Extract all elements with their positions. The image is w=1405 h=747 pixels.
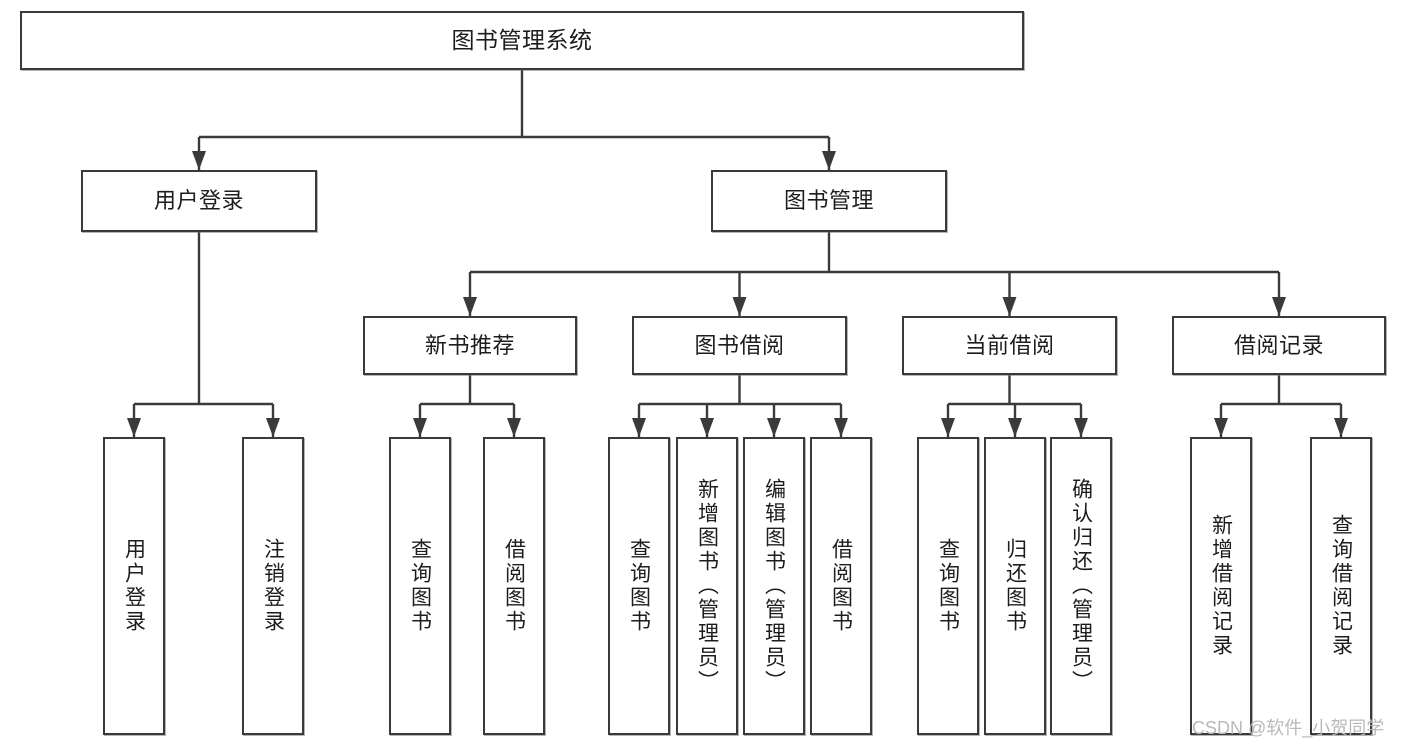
node-leaf-user-login[interactable]: 用户登录 <box>103 437 165 735</box>
arrowhead <box>507 418 521 437</box>
node-borrow-record[interactable]: 借阅记录 <box>1172 316 1386 375</box>
node-label: 用户登录 <box>153 188 244 214</box>
arrowhead <box>1002 297 1017 316</box>
node-leaf-query-book-2[interactable]: 查询图书 <box>608 437 670 735</box>
node-label: 图书管理 <box>783 188 874 214</box>
node-new-book-recommend[interactable]: 新书推荐 <box>363 316 577 375</box>
node-leaf-edit-book[interactable]: 编辑图书（管理员） <box>743 437 805 735</box>
csdn-watermark: CSDN @软件_小贺同学 <box>1192 718 1385 738</box>
node-leaf-borrow-book-1[interactable]: 借阅图书 <box>483 437 545 735</box>
node-leaf-logout[interactable]: 注销登录 <box>242 437 304 735</box>
arrowhead <box>834 418 848 437</box>
node-label: 图书借阅 <box>694 332 785 358</box>
node-leaf-query-record[interactable]: 查询借阅记录 <box>1310 437 1372 735</box>
node-leaf-query-book-1[interactable]: 查询图书 <box>389 437 451 735</box>
node-leaf-add-book[interactable]: 新增图书（管理员） <box>676 437 738 735</box>
node-label: 查询借阅记录 <box>1329 514 1353 658</box>
node-book-manage[interactable]: 图书管理 <box>711 170 947 232</box>
node-root[interactable]: 图书管理系统 <box>20 11 1024 70</box>
arrowhead <box>632 418 646 437</box>
node-label: 借阅图书 <box>502 538 526 634</box>
node-current-borrow[interactable]: 当前借阅 <box>902 316 1117 375</box>
node-user-login[interactable]: 用户登录 <box>81 170 317 232</box>
arrowhead <box>1272 297 1286 316</box>
arrowhead <box>127 418 141 437</box>
node-leaf-add-record[interactable]: 新增借阅记录 <box>1190 437 1252 735</box>
arrowhead <box>463 297 477 316</box>
arrowhead <box>1214 418 1228 437</box>
arrowhead <box>1074 418 1088 437</box>
arrowhead <box>192 151 206 170</box>
arrowhead <box>767 418 781 437</box>
node-leaf-confirm-return[interactable]: 确认归还（管理员） <box>1050 437 1112 735</box>
node-label: 借阅记录 <box>1233 332 1324 358</box>
node-label: 确认归还（管理员） <box>1069 478 1093 694</box>
arrowhead <box>413 418 427 437</box>
arrowhead <box>822 151 836 170</box>
node-label: 新书推荐 <box>424 332 515 358</box>
node-book-borrow[interactable]: 图书借阅 <box>632 316 847 375</box>
node-label: 归还图书 <box>1003 538 1027 634</box>
node-label: 注销登录 <box>261 538 285 634</box>
arrowhead <box>1008 418 1022 437</box>
node-leaf-query-book-3[interactable]: 查询图书 <box>917 437 979 735</box>
arrowhead <box>1334 418 1348 437</box>
node-label: 新增图书（管理员） <box>695 478 719 694</box>
node-leaf-borrow-book-2[interactable]: 借阅图书 <box>810 437 872 735</box>
arrowhead <box>941 418 955 437</box>
arrowhead <box>266 418 280 437</box>
node-label: 图书管理系统 <box>451 26 593 53</box>
node-label: 借阅图书 <box>829 538 853 634</box>
node-label: 查询图书 <box>408 538 432 634</box>
node-label: 当前借阅 <box>964 332 1055 358</box>
node-label: 用户登录 <box>122 538 146 634</box>
node-label: 编辑图书（管理员） <box>762 478 786 694</box>
arrowhead <box>732 297 747 316</box>
node-leaf-return-book[interactable]: 归还图书 <box>984 437 1046 735</box>
arrowhead <box>700 418 714 437</box>
node-label: 查询图书 <box>936 538 960 634</box>
node-label: 新增借阅记录 <box>1209 514 1233 658</box>
node-label: 查询图书 <box>627 538 651 634</box>
